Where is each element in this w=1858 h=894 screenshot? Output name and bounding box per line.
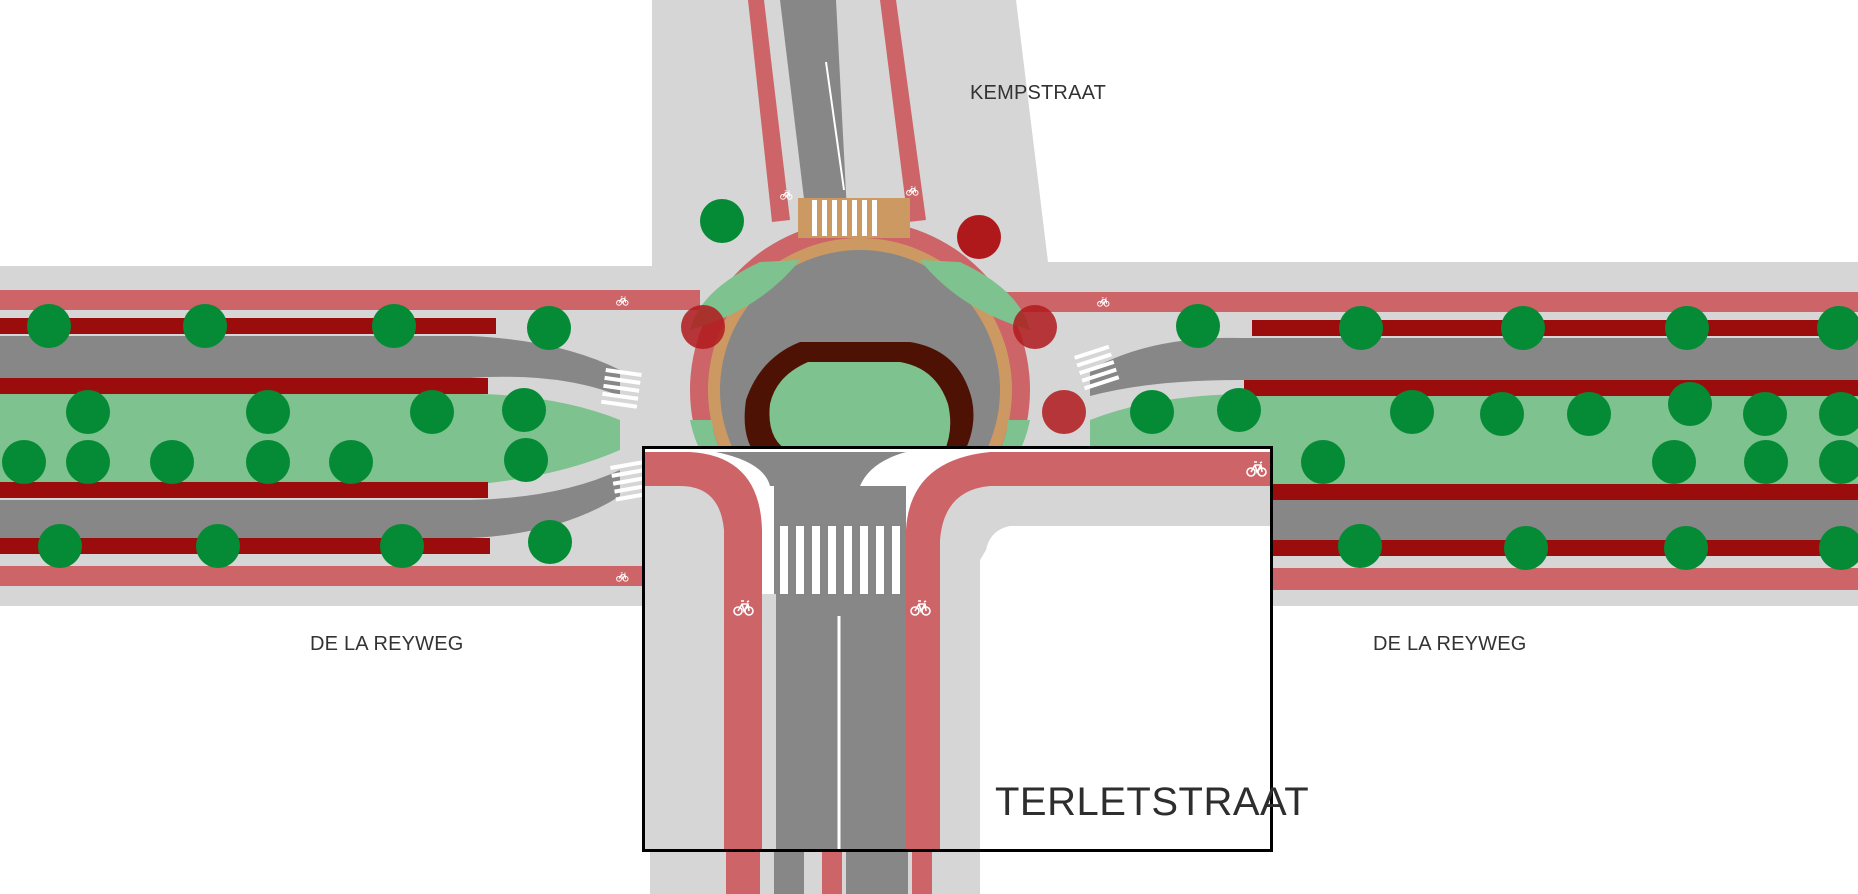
trees (2, 199, 1858, 570)
removed-trees (681, 215, 1086, 434)
street-label-kempstraat: KEMPSTRAAT (970, 82, 1107, 104)
terletstraat-inset (644, 448, 1271, 850)
central-island (744, 342, 974, 460)
north-crossing (798, 61, 910, 238)
street-label-terletstraat: TERLETSTRAAT (995, 780, 1310, 824)
street-label-de-la-reyweg-west: DE LA REYWEG (310, 633, 464, 655)
street-label-de-la-reyweg-east: DE LA REYWEG (1373, 633, 1527, 655)
